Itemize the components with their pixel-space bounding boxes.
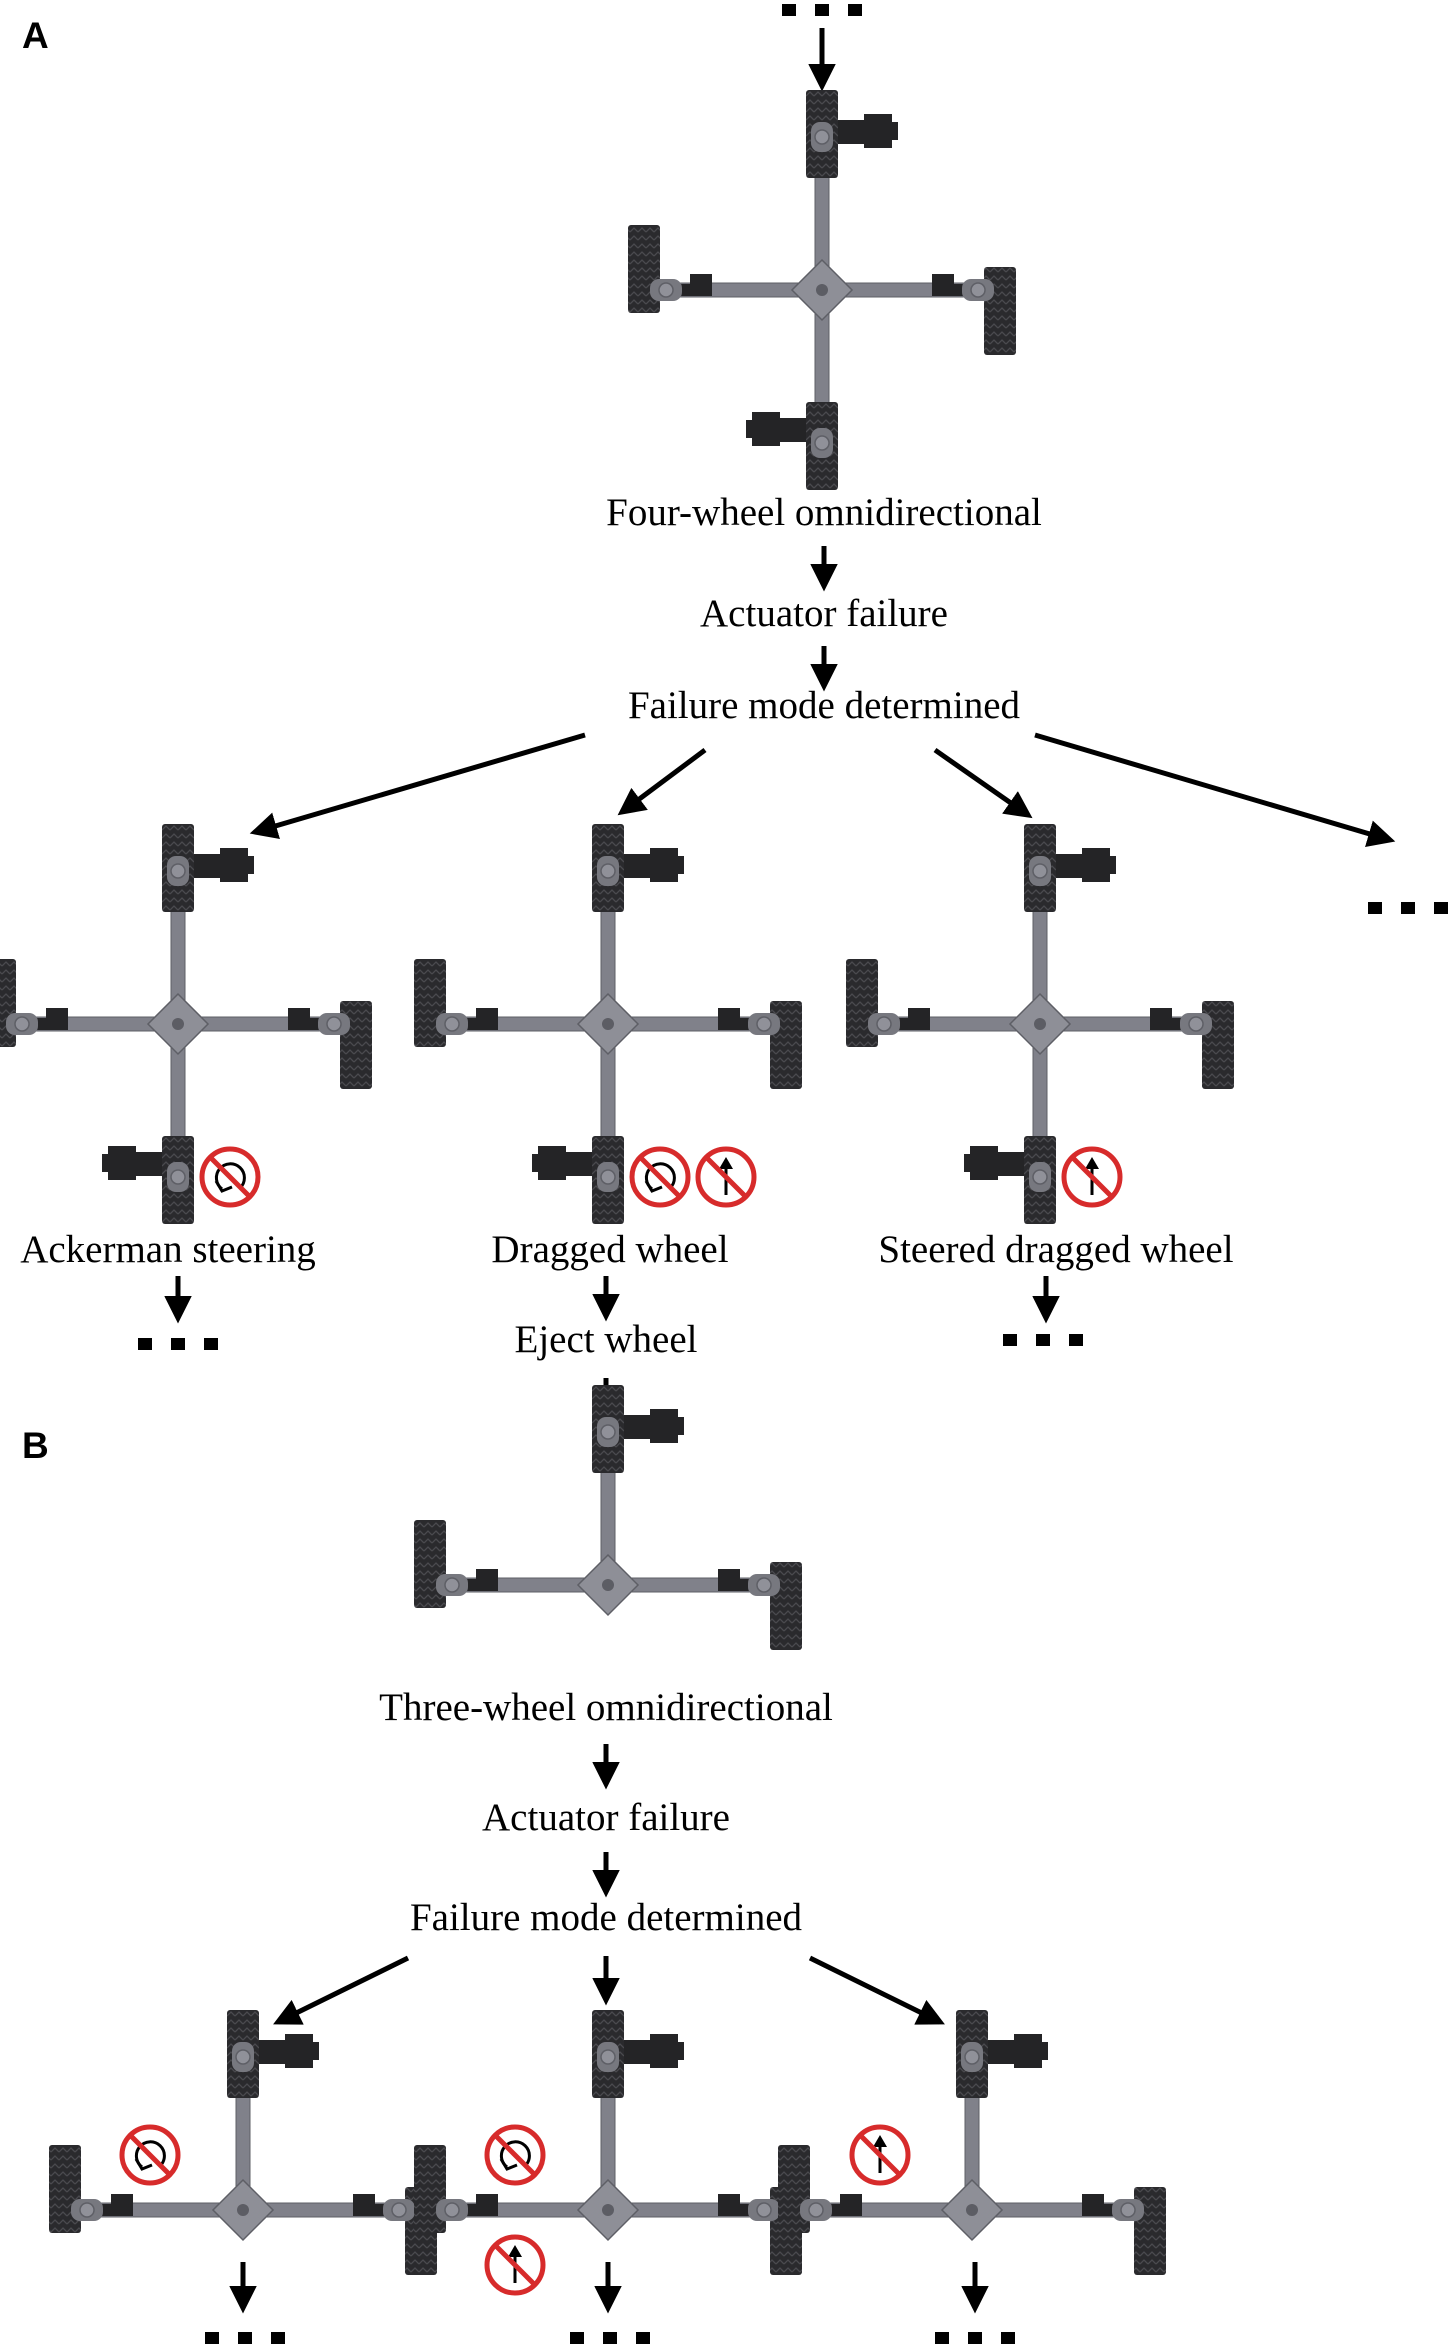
label-failure-mode-determined-a: Failure mode determined: [628, 684, 1021, 727]
no-straight-icon: [852, 2127, 908, 2183]
panel-label-b: B: [22, 1425, 49, 1466]
branch-arrow-b-left: [273, 1955, 410, 2025]
label-ackerman-steering: Ackerman steering: [20, 1228, 316, 1271]
branch-arrow-dragged: [617, 747, 707, 816]
no-rotation-icon: [122, 2127, 178, 2183]
no-straight-icon: [698, 1149, 754, 1205]
ellipsis-b-right: [935, 2332, 1015, 2344]
ellipsis-b-left: [205, 2332, 285, 2344]
label-four-wheel-omnidirectional: Four-wheel omnidirectional: [606, 491, 1042, 534]
ellipsis-ackerman: [138, 1338, 218, 1350]
label-actuator-failure-a: Actuator failure: [700, 592, 948, 635]
label-failure-mode-determined-b: Failure mode determined: [410, 1896, 803, 1939]
three-wheel-robot: [414, 1385, 802, 1650]
branch-arrow-b-right: [808, 1955, 945, 2025]
branch-arrow-other: [1034, 732, 1396, 847]
robot-ackerman-steering: [0, 824, 372, 1224]
ellipsis-top: [782, 4, 862, 16]
label-dragged-wheel: Dragged wheel: [491, 1228, 728, 1271]
ellipsis-b-center: [570, 2332, 650, 2344]
no-straight-icon: [487, 2237, 543, 2293]
robot-b-no-rotation: [49, 2010, 437, 2275]
robot-b-no-straight: [778, 2010, 1166, 2275]
label-steered-dragged-wheel: Steered dragged wheel: [878, 1228, 1233, 1271]
robot-b-no-rotation-no-straight: [414, 2010, 802, 2275]
label-eject-wheel: Eject wheel: [515, 1318, 698, 1361]
branch-arrow-steered-dragged: [933, 747, 1033, 819]
robot-steered-dragged-wheel: [846, 824, 1234, 1224]
ellipsis-steered-dragged: [1003, 1334, 1083, 1346]
no-rotation-icon: [632, 1149, 688, 1205]
four-wheel-robot: [628, 90, 1016, 490]
ellipsis-branch-other: [1368, 902, 1448, 914]
no-rotation-icon: [487, 2127, 543, 2183]
no-straight-icon: [1064, 1149, 1120, 1205]
label-three-wheel-omnidirectional: Three-wheel omnidirectional: [379, 1686, 833, 1729]
branch-arrow-ackerman: [249, 732, 586, 839]
no-rotation-icon: [202, 1149, 258, 1205]
panel-label-a: A: [22, 15, 49, 56]
label-actuator-failure-b: Actuator failure: [482, 1796, 730, 1839]
